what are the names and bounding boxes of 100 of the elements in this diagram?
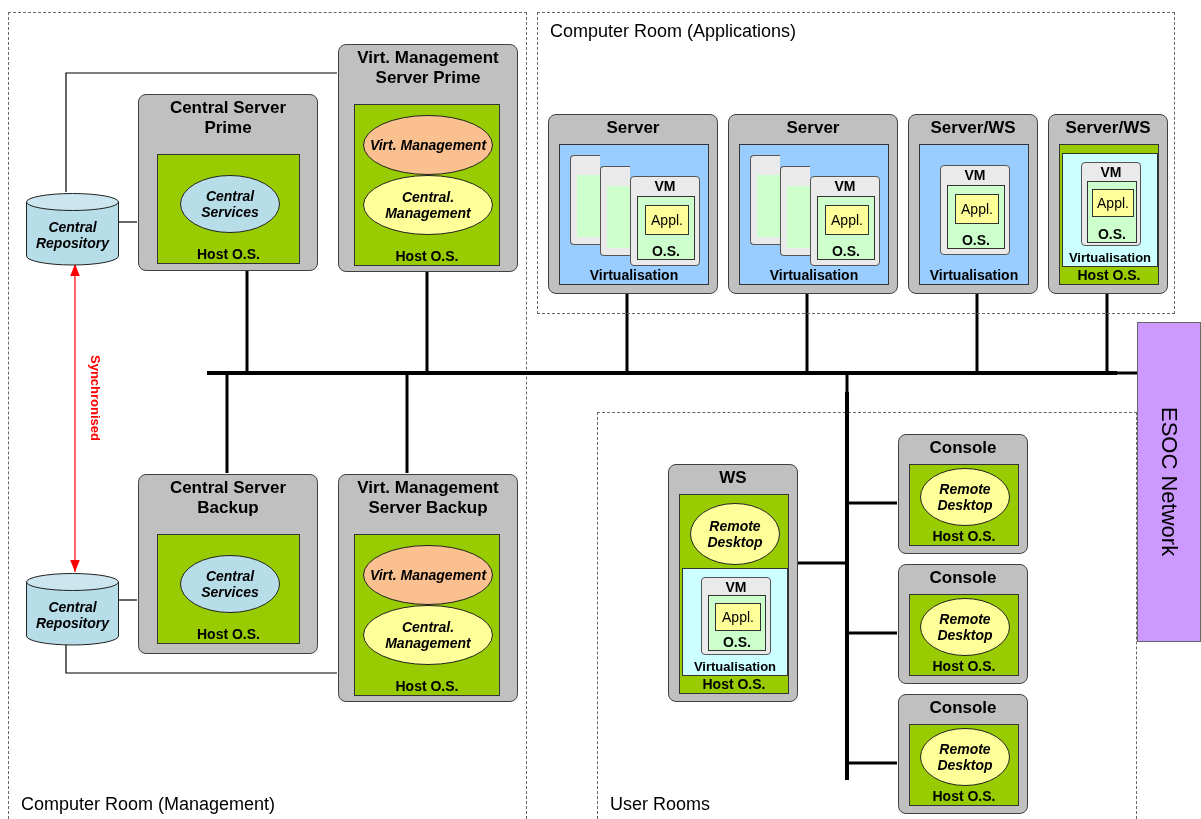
application-box (825, 205, 869, 235)
arrow (70, 263, 80, 573)
box-title: Central Server Prime (168, 98, 288, 138)
virtualisation-panel (919, 144, 1029, 285)
vm-box (600, 166, 630, 256)
connector-line (849, 631, 897, 635)
connector-line (425, 271, 429, 371)
virtualisation-panel (559, 144, 709, 285)
service-label: Remote Desktop (936, 611, 994, 643)
os-panel (637, 196, 695, 260)
connector-line (117, 599, 138, 601)
service-label: Virt. Management (369, 137, 487, 153)
layer-label: Virtualisation (693, 659, 777, 674)
connector-line (797, 561, 845, 565)
box-title: Console (929, 568, 997, 588)
vm-label: VM (1100, 164, 1122, 180)
host-os-panel (909, 724, 1019, 806)
host-os-panel (157, 154, 300, 264)
host-os-panel (354, 534, 500, 696)
layer-label: O.S. (1098, 226, 1126, 242)
service-ellipse (363, 545, 493, 605)
server-box (898, 694, 1028, 814)
room-area (597, 412, 1137, 819)
connector-line (849, 501, 897, 505)
vm-label: VM (654, 178, 676, 194)
server-box (728, 114, 898, 294)
os-panel (817, 196, 875, 260)
layer-label: Virtualisation (589, 267, 679, 283)
service-label: Virt. Management (369, 567, 487, 583)
server-box (898, 564, 1028, 684)
vm-box (940, 165, 1010, 255)
layer-label: Virtualisation (769, 267, 859, 283)
connector-line (245, 270, 249, 371)
virtualisation-panel (1062, 153, 1158, 267)
box-title: Console (929, 698, 997, 718)
host-os-panel (909, 464, 1019, 546)
layer-label: Host O.S. (932, 788, 996, 804)
service-ellipse (363, 175, 493, 235)
host-os-panel (1059, 144, 1159, 285)
service-label: Central. Management (384, 189, 472, 221)
layer-label: Host O.S. (197, 246, 260, 262)
repository-label: Central Repository (34, 219, 111, 251)
application-box (955, 194, 999, 224)
connector-line (225, 375, 229, 473)
application-label: Appl. (961, 201, 993, 217)
application-box (645, 205, 689, 235)
box-title: Server/WS (930, 118, 1016, 138)
application-label: Appl. (831, 212, 863, 228)
server-box (548, 114, 718, 294)
os-panel (708, 595, 766, 651)
vm-box (780, 166, 810, 256)
room-label: Computer Room (Management) (21, 794, 276, 815)
room-label: Computer Room (Applications) (550, 21, 797, 42)
network-label: ESOC Network (1156, 407, 1182, 557)
connector-line (117, 221, 138, 223)
service-label: Remote Desktop (936, 741, 994, 773)
network-box (1137, 322, 1201, 642)
service-label: Central Services (200, 188, 260, 220)
connector-line (849, 761, 897, 765)
connector-line (1105, 293, 1109, 371)
server-box (668, 464, 798, 702)
layer-label: Host O.S. (932, 528, 996, 544)
connector-line (405, 375, 409, 473)
service-ellipse (363, 115, 493, 175)
service-label: Remote Desktop (706, 518, 764, 550)
os-panel (1087, 181, 1137, 243)
box-title: Server (606, 118, 660, 138)
layer-label: O.S. (652, 243, 680, 259)
vm-box (750, 155, 780, 245)
layer-label: O.S. (962, 232, 990, 248)
repository-label: Central Repository (34, 599, 111, 631)
vm-box (701, 577, 771, 655)
application-label: Appl. (651, 212, 683, 228)
server-box (338, 44, 518, 272)
service-ellipse (363, 605, 493, 665)
room-area (537, 12, 1175, 314)
box-title: Console (929, 438, 997, 458)
vm-box (630, 176, 700, 266)
service-label: Central Services (200, 568, 260, 600)
room-area (8, 12, 527, 819)
edge-label: Synchronised (88, 355, 103, 441)
box-title: WS (719, 468, 747, 488)
connector-line (65, 643, 338, 674)
virtualisation-panel (739, 144, 889, 285)
service-ellipse (180, 175, 280, 233)
service-ellipse (180, 555, 280, 613)
box-title: Virt. Management Server Backup (356, 478, 500, 518)
service-label: Remote Desktop (936, 481, 994, 513)
host-os-panel (909, 594, 1019, 676)
layer-label: Host O.S. (932, 658, 996, 674)
host-os-panel (679, 494, 789, 694)
host-os-panel (157, 534, 300, 644)
service-label: Central. Management (384, 619, 472, 651)
connector-line (65, 72, 338, 193)
connector-line (1117, 371, 1137, 375)
virtualisation-panel (682, 568, 788, 676)
vm-box (1081, 162, 1141, 246)
server-box (138, 94, 318, 271)
server-box (1048, 114, 1168, 294)
layer-label: O.S. (832, 243, 860, 259)
